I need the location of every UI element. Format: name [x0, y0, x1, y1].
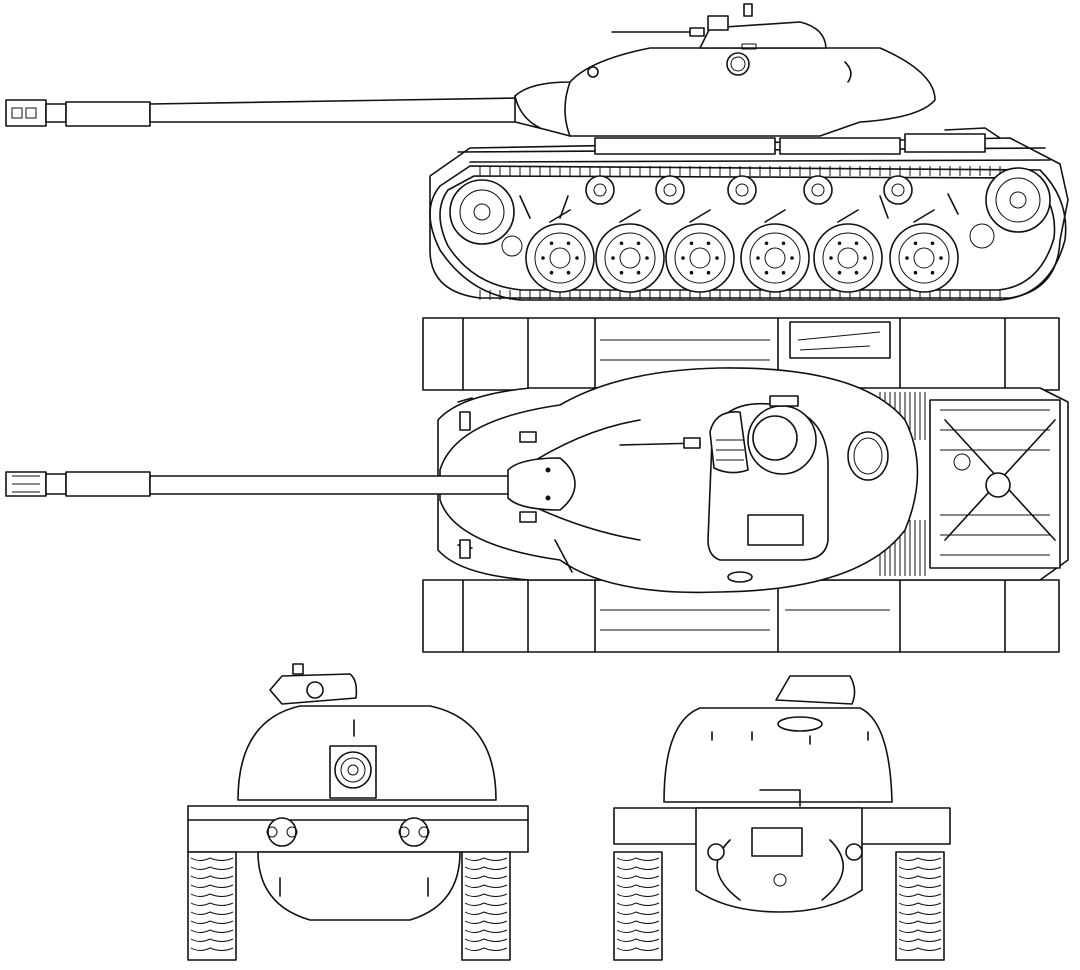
front-hull: [187, 805, 529, 921]
road-wheel: [595, 209, 665, 293]
rear-left-track: [613, 851, 663, 961]
rear-tracks: [613, 851, 945, 961]
top-view: [5, 317, 1069, 653]
road-wheel: [889, 209, 959, 293]
side-idler-wheel: [449, 179, 523, 257]
side-turret: [514, 3, 936, 137]
top-gun-barrel: [5, 457, 576, 511]
top-turret: [439, 367, 919, 594]
rear-turret: [663, 675, 893, 803]
road-wheel: [665, 209, 735, 293]
side-track: [429, 165, 1067, 301]
front-right-track: [461, 851, 511, 961]
rear-hull: [613, 789, 951, 913]
return-roller: [655, 175, 685, 205]
side-return-rollers: [585, 175, 913, 205]
rear-right-track: [895, 851, 945, 961]
front-tracks: [187, 851, 511, 961]
return-roller: [803, 175, 833, 205]
side-drive-sprocket: [969, 167, 1051, 249]
side-gun-barrel: [5, 97, 521, 127]
top-front-details: [457, 397, 573, 573]
side-view: [5, 3, 1069, 301]
front-view: [187, 663, 529, 961]
return-roller: [585, 175, 615, 205]
return-roller: [727, 175, 757, 205]
rear-view: [613, 675, 951, 961]
return-roller: [883, 175, 913, 205]
road-wheel: [740, 209, 810, 293]
front-turret: [237, 663, 497, 801]
front-left-track: [187, 851, 237, 961]
road-wheel: [813, 209, 883, 293]
